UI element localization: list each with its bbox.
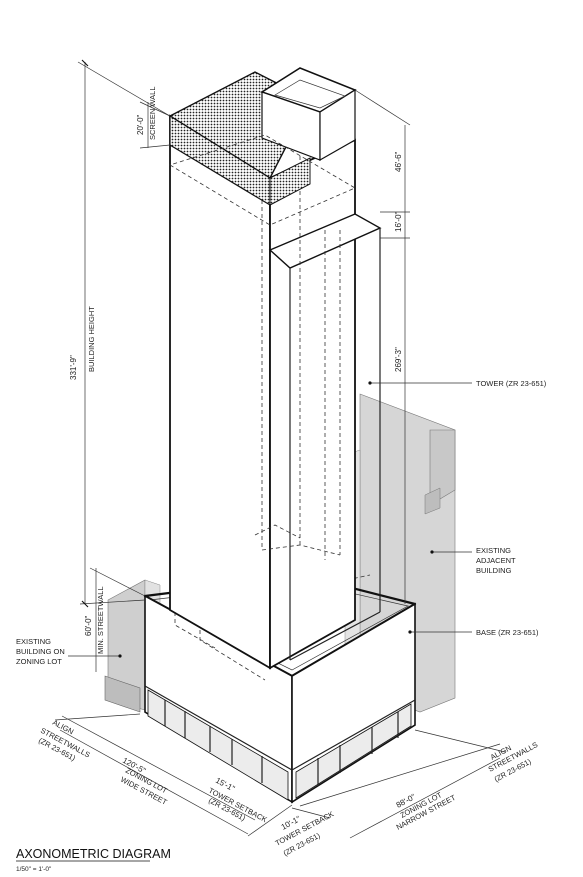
callout-leaders [68,381,472,658]
existing-lot-callout-2: BUILDING ON [16,647,65,656]
screen-wall-label: SCREEN WALL [148,87,157,141]
existing-adjacent-callout-1: EXISTING [476,546,511,555]
dimension-lines [54,59,506,839]
existing-adjacent-callout-3: BUILDING [476,566,512,575]
tower [168,67,382,670]
base-callout: BASE (ZR 23-651) [476,628,539,637]
existing-lot-callout-1: EXISTING [16,637,51,646]
existing-adjacent-callout-2: ADJACENT [476,556,516,565]
min-streetwall-value: 60'-0" [84,615,93,636]
building-height-value: 331'-9" [69,355,78,380]
top-16-value: 16'-0" [394,211,403,232]
min-streetwall-label: MIN. STREETWALL [96,586,105,654]
tower-callout: TOWER (ZR 23-651) [476,379,547,388]
top-46-value: 46'-6" [394,151,403,172]
building-height-label: BUILDING HEIGHT [87,306,96,372]
diagram-title: AXONOMETRIC DIAGRAM [16,847,171,861]
existing-lot-callout-3: ZONING LOT [16,657,62,666]
diagram-scale: 1/50" = 1'-0" [16,866,52,873]
screen-wall-value: 20'-0" [136,114,145,135]
tower-269-value: 269'-3" [394,347,403,372]
base-podium [143,520,417,804]
